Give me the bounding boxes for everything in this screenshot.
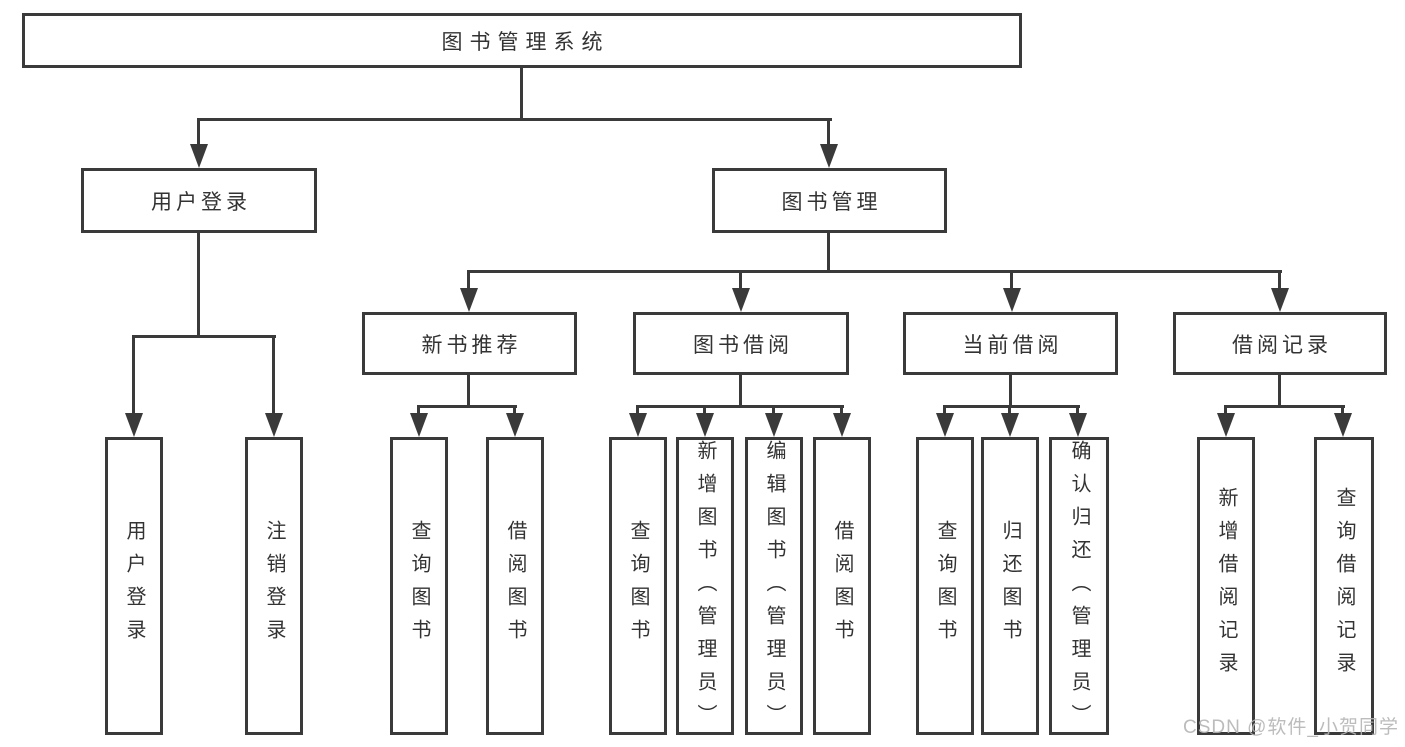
leaf-add-books-admin: 新增图书（管理员） bbox=[676, 437, 734, 737]
leaf-query-books-recommend: 查询图书 bbox=[390, 437, 448, 735]
node-label: 用户登录 bbox=[151, 190, 251, 214]
arrow-down-icon bbox=[936, 413, 954, 437]
arrow-down-icon bbox=[125, 413, 143, 437]
leaf-query-borrow-record: 查询借阅记录 bbox=[1314, 437, 1374, 735]
node-current-borrowing: 当前借阅 bbox=[903, 312, 1118, 375]
leaf-query-books-current: 查询图书 bbox=[916, 437, 974, 735]
connector-line bbox=[197, 233, 200, 337]
arrow-down-icon bbox=[1001, 413, 1019, 437]
node-label: 查询借阅记录 bbox=[1333, 487, 1355, 685]
arrow-down-icon bbox=[629, 413, 647, 437]
connector-line bbox=[197, 121, 200, 151]
leaf-add-borrow-record: 新增借阅记录 bbox=[1197, 437, 1255, 735]
node-borrowing-records: 借阅记录 bbox=[1173, 312, 1387, 375]
connector-line bbox=[467, 273, 470, 293]
node-label: 新增图书（管理员） bbox=[694, 440, 716, 737]
connector-line bbox=[132, 335, 276, 338]
node-label: 图书借阅 bbox=[693, 333, 793, 357]
connector-line bbox=[272, 338, 275, 418]
connector-line bbox=[739, 375, 742, 407]
connector-line bbox=[1010, 273, 1013, 293]
connector-line bbox=[417, 405, 517, 408]
node-label: 用户登录 bbox=[123, 520, 145, 652]
arrow-down-icon bbox=[820, 144, 838, 168]
arrow-down-icon bbox=[190, 144, 208, 168]
arrow-down-icon bbox=[265, 413, 283, 437]
arrow-down-icon bbox=[765, 413, 783, 437]
arrow-down-icon bbox=[732, 288, 750, 312]
node-label: 借阅记录 bbox=[1232, 333, 1332, 357]
connector-line bbox=[636, 405, 844, 408]
node-label: 借阅图书 bbox=[504, 520, 526, 652]
connector-line bbox=[520, 68, 523, 121]
connector-line bbox=[467, 375, 470, 407]
arrow-down-icon bbox=[1003, 288, 1021, 312]
node-label: 查询图书 bbox=[627, 520, 649, 652]
node-label: 查询图书 bbox=[934, 520, 956, 652]
node-label: 借阅图书 bbox=[831, 520, 853, 652]
connector-line bbox=[197, 118, 832, 121]
node-label: 查询图书 bbox=[408, 520, 430, 652]
arrow-down-icon bbox=[833, 413, 851, 437]
node-label: 当前借阅 bbox=[962, 333, 1063, 357]
connector-line bbox=[827, 233, 830, 272]
connector-line bbox=[132, 338, 135, 418]
node-new-book-recommendation: 新书推荐 bbox=[362, 312, 577, 375]
arrow-down-icon bbox=[1334, 413, 1352, 437]
node-label: 确认归还（管理员） bbox=[1068, 440, 1090, 737]
node-label: 新增借阅记录 bbox=[1215, 487, 1237, 685]
leaf-user-login: 用户登录 bbox=[105, 437, 163, 735]
node-label: 图书管理系统 bbox=[441, 30, 610, 54]
connector-line bbox=[1224, 405, 1345, 408]
node-library-management-system: 图书管理系统 bbox=[22, 13, 1022, 68]
node-label: 图书管理 bbox=[781, 190, 882, 214]
node-label: 注销登录 bbox=[263, 520, 285, 652]
leaf-borrow-books: 借阅图书 bbox=[813, 437, 871, 735]
csdn-watermark: CSDN @软件_小贺同学 bbox=[1183, 717, 1399, 738]
node-label: 归还图书 bbox=[999, 520, 1021, 652]
connector-line bbox=[739, 273, 742, 293]
leaf-return-books: 归还图书 bbox=[981, 437, 1039, 735]
node-book-management: 图书管理 bbox=[712, 168, 947, 233]
leaf-confirm-return-admin: 确认归还（管理员） bbox=[1049, 437, 1109, 737]
node-label: 编辑图书（管理员） bbox=[763, 440, 785, 737]
node-label: 新书推荐 bbox=[421, 333, 522, 357]
arrow-down-icon bbox=[1217, 413, 1235, 437]
connector-line bbox=[467, 270, 1282, 273]
arrow-down-icon bbox=[696, 413, 714, 437]
leaf-logout: 注销登录 bbox=[245, 437, 303, 735]
arrow-down-icon bbox=[1069, 413, 1087, 437]
node-user-login: 用户登录 bbox=[81, 168, 317, 233]
arrow-down-icon bbox=[506, 413, 524, 437]
leaf-edit-books-admin: 编辑图书（管理员） bbox=[745, 437, 803, 737]
leaf-borrow-books-recommend: 借阅图书 bbox=[486, 437, 544, 735]
connector-line bbox=[1278, 273, 1281, 293]
arrow-down-icon bbox=[460, 288, 478, 312]
connector-line bbox=[827, 121, 830, 151]
connector-line bbox=[943, 405, 1080, 408]
node-book-borrowing: 图书借阅 bbox=[633, 312, 849, 375]
arrow-down-icon bbox=[410, 413, 428, 437]
arrow-down-icon bbox=[1271, 288, 1289, 312]
connector-line bbox=[1278, 375, 1281, 407]
leaf-query-books-borrow: 查询图书 bbox=[609, 437, 667, 735]
connector-line bbox=[1009, 375, 1012, 407]
